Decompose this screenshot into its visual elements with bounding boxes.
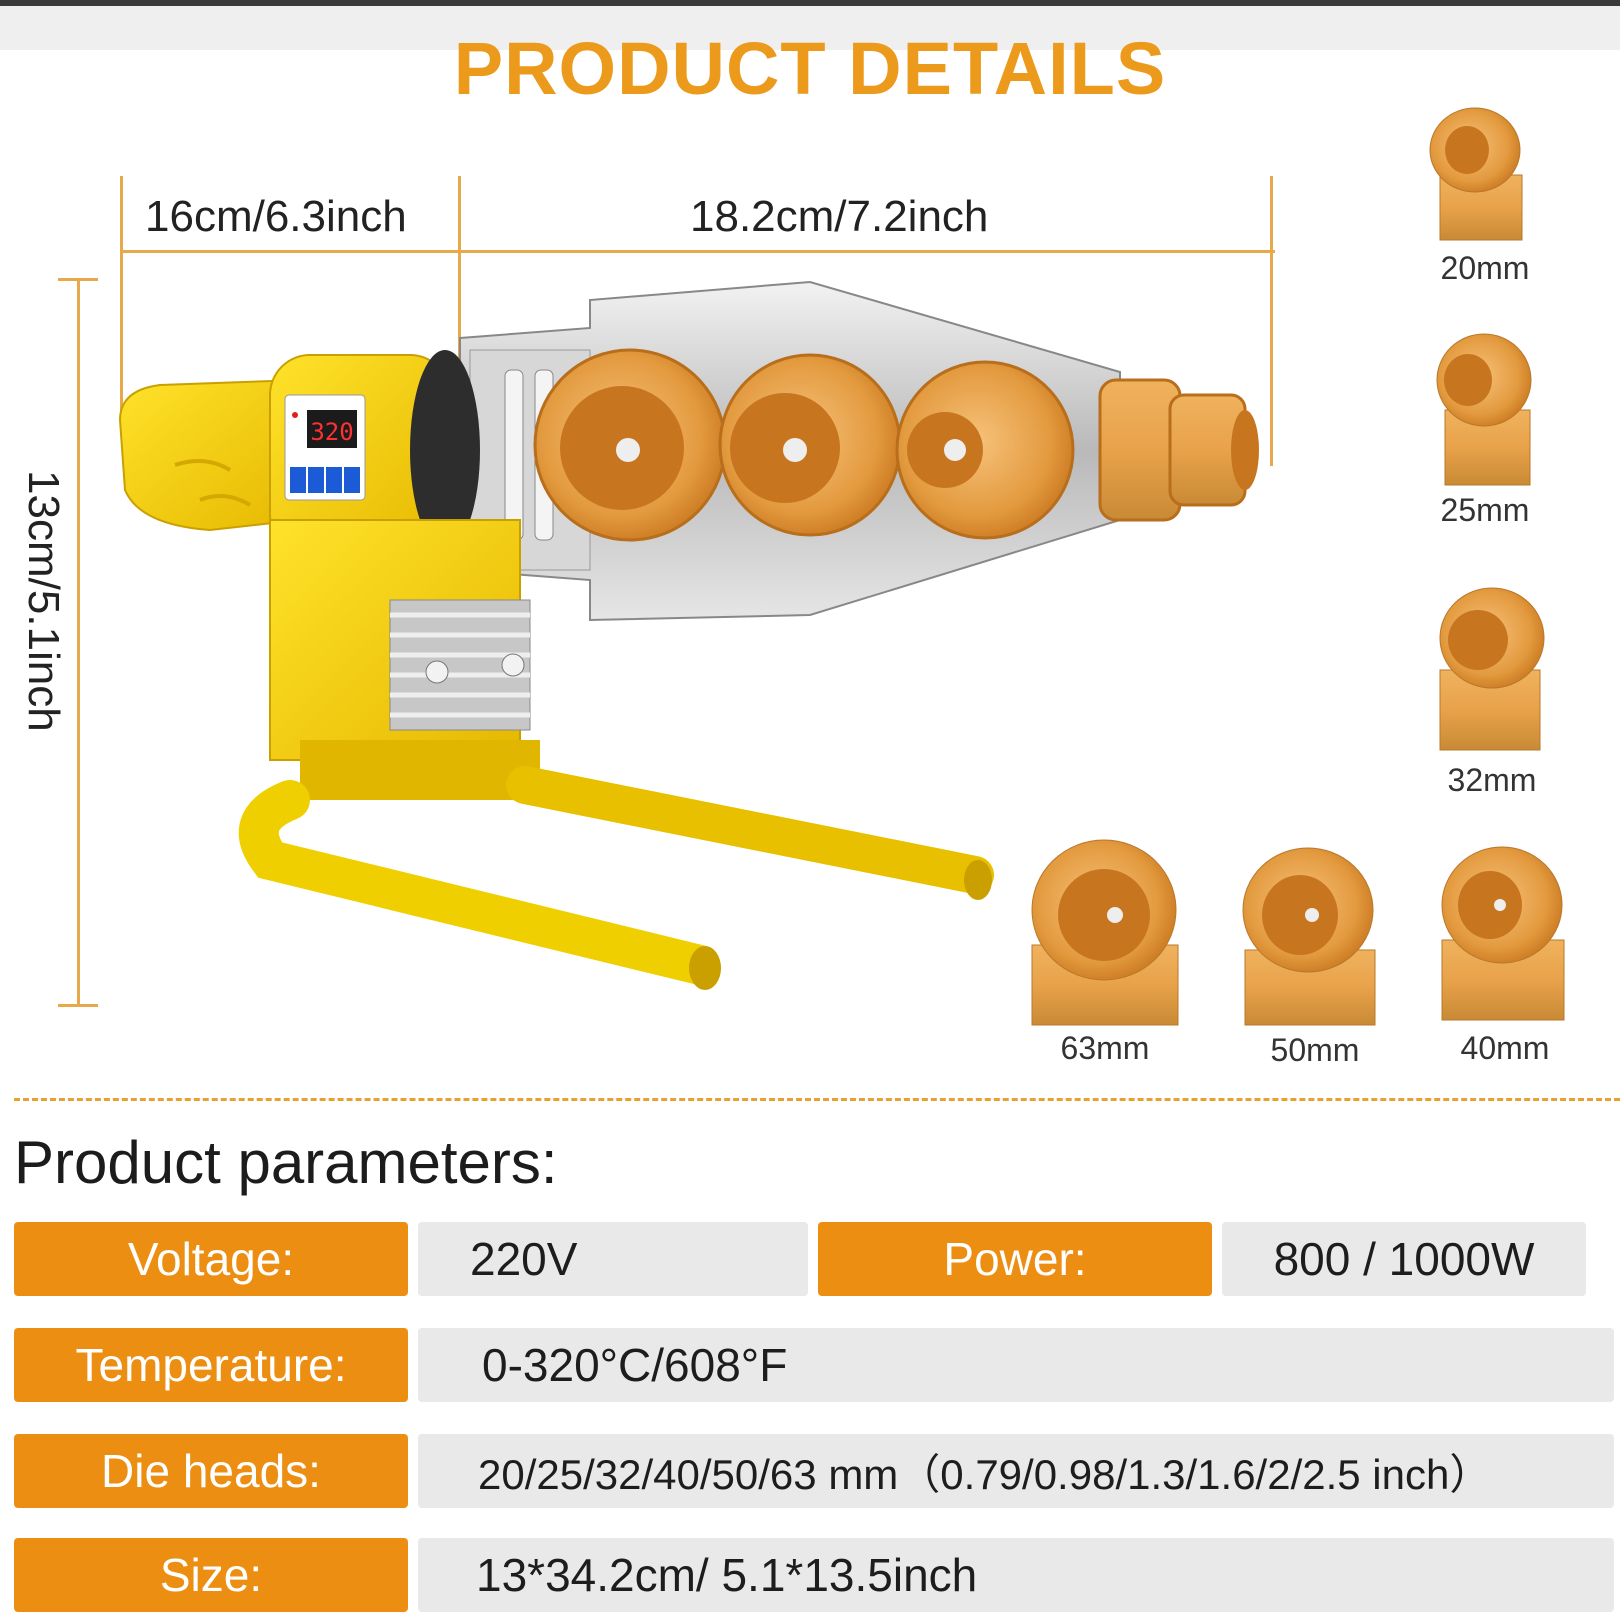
die-label-32mm: 32mm — [1447, 762, 1537, 798]
parameters-title: Product parameters: — [14, 1129, 558, 1196]
die-heads-value: 20/25/32/40/50/63 mm（0.79/0.98/1.3/1.6/2… — [418, 1434, 1614, 1508]
temperature-key: Temperature: — [14, 1328, 408, 1402]
die-label-40mm: 40mm — [1460, 1030, 1550, 1066]
die-label-63mm: 63mm — [1060, 1030, 1150, 1066]
die-head-32mm-image — [1439, 587, 1545, 751]
die-label-50mm: 50mm — [1270, 1032, 1360, 1068]
page-title: PRODUCT DETAILS — [453, 27, 1167, 110]
plate-length-label: 18.2cm/7.2inch — [690, 192, 989, 241]
voltage-key: Voltage: — [14, 1222, 408, 1296]
size-value: 13*34.2cm/ 5.1*13.5inch — [418, 1538, 1614, 1612]
dim-tick-right — [1270, 176, 1273, 466]
die-head-25mm-image — [1436, 333, 1532, 486]
heat-sink — [389, 599, 531, 731]
section-divider — [14, 1098, 1620, 1101]
die-head-40mm-image — [1441, 846, 1565, 1021]
voltage-value: 220V — [418, 1222, 808, 1296]
header-band — [0, 6, 1620, 50]
mounted-die-40 — [895, 360, 1075, 540]
power-key: Power: — [818, 1222, 1212, 1296]
die-head-63mm-image — [1031, 839, 1179, 1026]
die-label-20mm: 20mm — [1440, 250, 1530, 286]
mounted-die-50 — [718, 353, 902, 537]
temperature-value: 0-320°C/608°F — [418, 1328, 1614, 1402]
handle-length-label: 16cm/6.3inch — [145, 192, 407, 241]
stand-legs — [238, 766, 994, 990]
display-reading: 320 — [310, 418, 353, 446]
size-key: Size: — [14, 1538, 408, 1612]
die-label-25mm: 25mm — [1440, 492, 1530, 528]
dim-tick-bottom — [58, 1004, 98, 1007]
mounted-die-63 — [533, 348, 727, 542]
temperature-display: 320 — [284, 394, 366, 501]
dim-tick-middle — [458, 176, 461, 466]
top-border — [0, 0, 1620, 6]
mounted-die-20 — [1098, 378, 1259, 522]
die-heads-key: Die heads: — [14, 1434, 408, 1508]
dim-line-horizontal — [120, 250, 1275, 253]
power-value: 800 / 1000W — [1222, 1222, 1586, 1296]
welding-machine-illustration: 320 — [118, 107, 1565, 1026]
dim-tick-left — [120, 176, 123, 416]
die-head-20mm-image — [1429, 107, 1523, 241]
dim-tick-top — [58, 278, 98, 281]
die-head-50mm-image — [1242, 847, 1376, 1026]
dim-line-vertical — [77, 278, 80, 1006]
